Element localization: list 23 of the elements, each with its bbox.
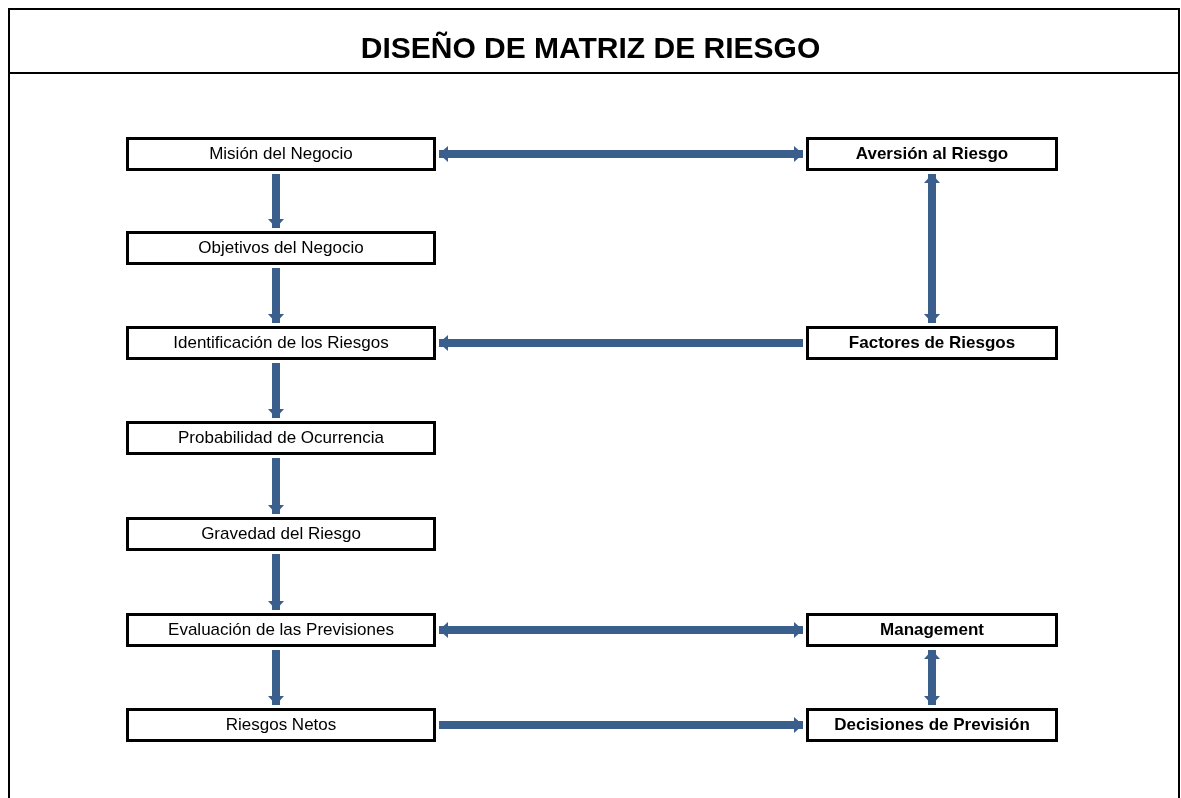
process-box [126, 708, 436, 742]
box-label: Factores de Riesgos [848, 333, 1016, 353]
box-label: Objetivos del Negocio [198, 238, 364, 258]
process-box [806, 708, 1058, 742]
process-box [806, 137, 1058, 171]
process-box [806, 613, 1058, 647]
box-label: Decisiones de Previsión [834, 715, 1030, 735]
box-label: Management [880, 620, 984, 640]
box-label: Evaluación de las Previsiones [168, 620, 394, 640]
process-box [126, 517, 436, 551]
process-box [126, 231, 436, 265]
box-label: Aversión al Riesgo [855, 144, 1009, 164]
box-label: Misión del Negocio [209, 144, 353, 164]
process-box [806, 326, 1058, 360]
box-label: Gravedad del Riesgo [201, 524, 361, 544]
process-box [126, 326, 436, 360]
box-label: Identificación de los Riesgos [173, 333, 389, 353]
box-label: Riesgos Netos [225, 715, 337, 735]
process-box [126, 613, 436, 647]
box-label: Probabilidad de Ocurrencia [178, 428, 384, 448]
process-box [126, 421, 436, 455]
title: DISEÑO DE MATRIZ DE RIESGO [359, 32, 822, 64]
process-box [126, 137, 436, 171]
